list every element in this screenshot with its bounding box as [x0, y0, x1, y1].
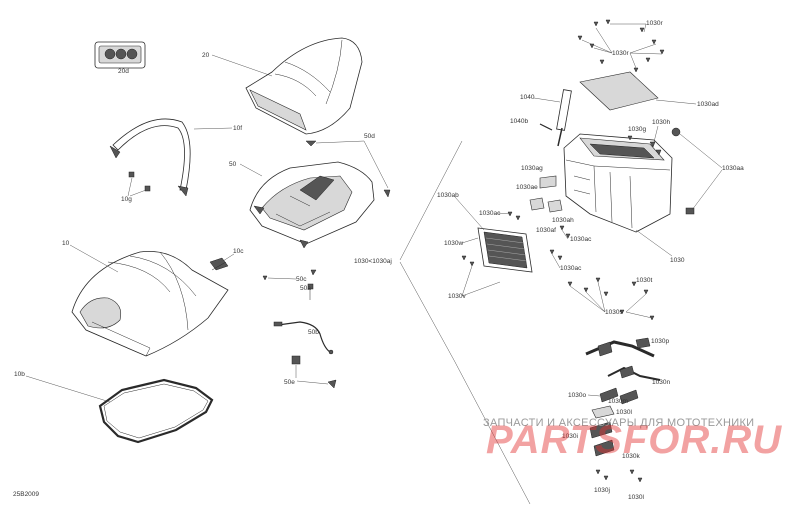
- part-10-driver-seat[interactable]: [71, 251, 229, 357]
- callout-1030m: 1030m: [608, 398, 628, 405]
- part-50e-latch[interactable]: [291, 355, 337, 389]
- callout-10f: 10f: [233, 125, 242, 132]
- part-1030j-screws[interactable]: [595, 469, 643, 483]
- assembly-bracket-lines: [399, 140, 531, 505]
- part-50d-fastener[interactable]: [305, 140, 391, 198]
- part-1030-storage-box[interactable]: [563, 133, 673, 233]
- callout-1030h: 1030h: [652, 119, 670, 126]
- callout-1030: 1030: [670, 257, 685, 264]
- callout-10: 10: [62, 240, 70, 247]
- watermark-tagline: ЗАПЧАСТИ И АКСЕССУАРЫ ДЛЯ МОТОТЕХНИКИ: [483, 417, 754, 429]
- callout-50d: 50d: [364, 133, 375, 140]
- part-1030r-fastener-set[interactable]: [577, 19, 665, 73]
- callout-1030ag: 1030ag: [521, 165, 543, 172]
- diagram-id: 25B2009: [13, 491, 39, 498]
- part-1030ag-latch[interactable]: [539, 175, 557, 189]
- part-10c-latch-bracket[interactable]: [209, 257, 229, 271]
- part-10f-trim-strip[interactable]: [109, 118, 191, 197]
- callout-1030ac-2: 1030ac: [570, 236, 592, 243]
- callout-1030r: 1030r: [646, 20, 663, 27]
- callout-1030l: 1030l: [616, 409, 632, 416]
- part-50-seat-frame[interactable]: [249, 161, 375, 249]
- callout-1030n: 1030n: [652, 379, 670, 386]
- callout-50b: 50b: [308, 329, 319, 336]
- watermark-brand: PARTSFOR.RU: [486, 418, 782, 462]
- callout-1030w: 1030w: [444, 240, 463, 247]
- watermark: ЗАПЧАСТИ И АКСЕССУАРЫ ДЛЯ МОТОТЕХНИКИ PA…: [483, 417, 782, 462]
- callout-1040: 1040: [520, 94, 535, 101]
- part-1030g-hinge-screw[interactable]: [627, 135, 633, 141]
- part-10b-gasket[interactable]: [98, 378, 214, 444]
- part-1030ab-grille[interactable]: [477, 227, 533, 273]
- callout-10b: 10b: [14, 371, 25, 378]
- part-1040-gas-strut[interactable]: [556, 89, 572, 147]
- callout-50c: 50c: [296, 276, 307, 283]
- callout-50e: 50e: [284, 379, 295, 386]
- callout-20d: 20d: [118, 68, 129, 75]
- callout-1030ac: 1030ac: [479, 210, 501, 217]
- callout-1030-range: 1030<1030aj: [354, 258, 392, 265]
- part-1030p-strap[interactable]: [585, 337, 655, 358]
- part-50a-bolt[interactable]: [307, 283, 314, 300]
- callout-1030ab: 1030ab: [437, 192, 459, 199]
- part-1030m-plate[interactable]: [591, 405, 615, 419]
- callout-50a: 50a: [300, 285, 311, 292]
- callout-1030s: 1030s: [605, 309, 623, 316]
- part-1030s-fasteners[interactable]: [619, 309, 655, 321]
- callout-1030i: 1030i: [562, 433, 578, 440]
- callout-1030v: 1030v: [448, 293, 466, 300]
- part-1030k-bracket[interactable]: [593, 439, 615, 457]
- part-1030t-fasteners[interactable]: [567, 277, 649, 297]
- callout-10c: 10c: [233, 248, 244, 255]
- part-1030aa-knob[interactable]: [671, 127, 695, 215]
- part-1030ad-lid-liner[interactable]: [579, 71, 659, 111]
- callout-1030l-2: 1030l: [628, 494, 644, 501]
- callout-1030ac-3: 1030ac: [560, 265, 582, 272]
- callout-1030g: 1030g: [628, 126, 646, 133]
- callout-20: 20: [202, 52, 210, 59]
- callout-1030af: 1030af: [536, 227, 556, 234]
- part-20-passenger-seat[interactable]: [245, 37, 363, 135]
- callout-1030r-2: 1030r: [612, 50, 629, 57]
- callout-1030ah: 1030ah: [552, 217, 574, 224]
- callout-1030k: 1030k: [622, 453, 640, 460]
- callout-1040b: 1040b: [510, 118, 528, 125]
- part-1030ac-screws[interactable]: [461, 211, 571, 267]
- part-1030i-bracket[interactable]: [589, 421, 613, 439]
- part-50c-screw[interactable]: [262, 269, 317, 281]
- part-50b-cable[interactable]: [273, 321, 334, 355]
- callout-50: 50: [229, 161, 237, 168]
- callout-1030ae: 1030ae: [516, 184, 538, 191]
- part-1030ae-latch-plate[interactable]: [529, 197, 563, 213]
- callout-1030p: 1030p: [651, 338, 669, 345]
- part-1030o-clip[interactable]: [599, 387, 639, 405]
- part-1030n-clip[interactable]: [607, 365, 661, 381]
- part-1030h-bumper[interactable]: [649, 141, 662, 156]
- callout-1030j: 1030j: [594, 487, 610, 494]
- callout-1030o: 1030o: [568, 392, 586, 399]
- callout-1030t: 1030t: [636, 277, 652, 284]
- part-1040b-screw[interactable]: [539, 123, 553, 131]
- part-20d-emblem[interactable]: [94, 41, 146, 69]
- part-10g-clip[interactable]: [128, 171, 151, 192]
- callout-10g: 10g: [121, 196, 132, 203]
- callout-1030aa: 1030aa: [722, 165, 744, 172]
- callout-1030ad: 1030ad: [697, 101, 719, 108]
